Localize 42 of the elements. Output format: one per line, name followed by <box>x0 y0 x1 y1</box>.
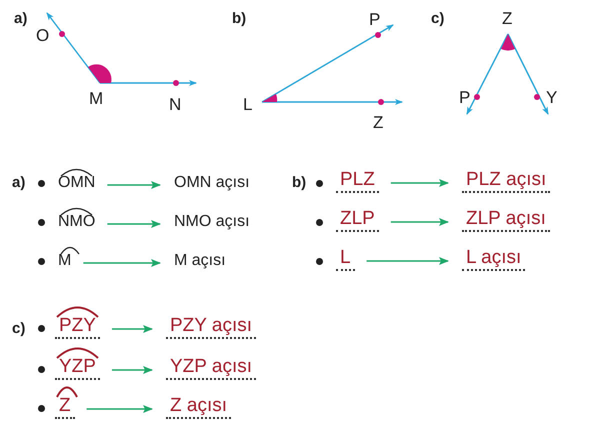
arrow <box>112 366 153 374</box>
arrow <box>390 179 449 187</box>
answer-text: ZLP açısı <box>462 208 550 232</box>
arrow <box>107 181 161 189</box>
point-label: N <box>169 95 182 115</box>
angle-notation: Z <box>55 395 75 419</box>
arrow <box>86 405 153 413</box>
answer-text: YZP açısı <box>166 356 256 380</box>
section-label: c) <box>431 10 444 27</box>
arrow <box>83 259 161 267</box>
arrow <box>390 218 449 226</box>
answer-text: M açısı <box>174 251 226 271</box>
answer-text: NMO açısı <box>174 212 250 232</box>
arrow <box>107 220 161 228</box>
point-label: M <box>89 89 104 109</box>
point-label: O <box>36 26 50 46</box>
answer-text: PZY açısı <box>166 315 256 339</box>
answer-text: OMN açısı <box>174 173 250 193</box>
point-label: Z <box>373 113 384 133</box>
arrow <box>112 325 153 333</box>
point-label: P <box>369 10 380 30</box>
angle-notation: OMN <box>58 172 96 194</box>
section-label: b) <box>292 174 306 191</box>
angle-notation: ZLP <box>336 208 379 232</box>
answer-text: Z açısı <box>166 395 232 419</box>
answer-text: PLZ açısı <box>462 169 550 193</box>
section-label: c) <box>12 320 26 337</box>
angle-notation: PLZ <box>336 169 379 193</box>
angle-notation: L <box>336 247 355 271</box>
point-label: Z <box>502 9 512 29</box>
point-label: Y <box>546 88 558 108</box>
angle-notation: M <box>58 250 72 272</box>
section-label: a) <box>14 10 28 27</box>
arrow <box>366 257 449 265</box>
section-label: a) <box>12 174 26 191</box>
angle-notation: YZP <box>55 356 100 380</box>
point-label: P <box>459 88 470 108</box>
answer-text: L açısı <box>462 247 526 271</box>
point-label: L <box>243 95 252 115</box>
section-label: b) <box>232 10 246 27</box>
angle-notation: PZY <box>55 315 100 339</box>
angle-notation: NMO <box>58 211 96 233</box>
